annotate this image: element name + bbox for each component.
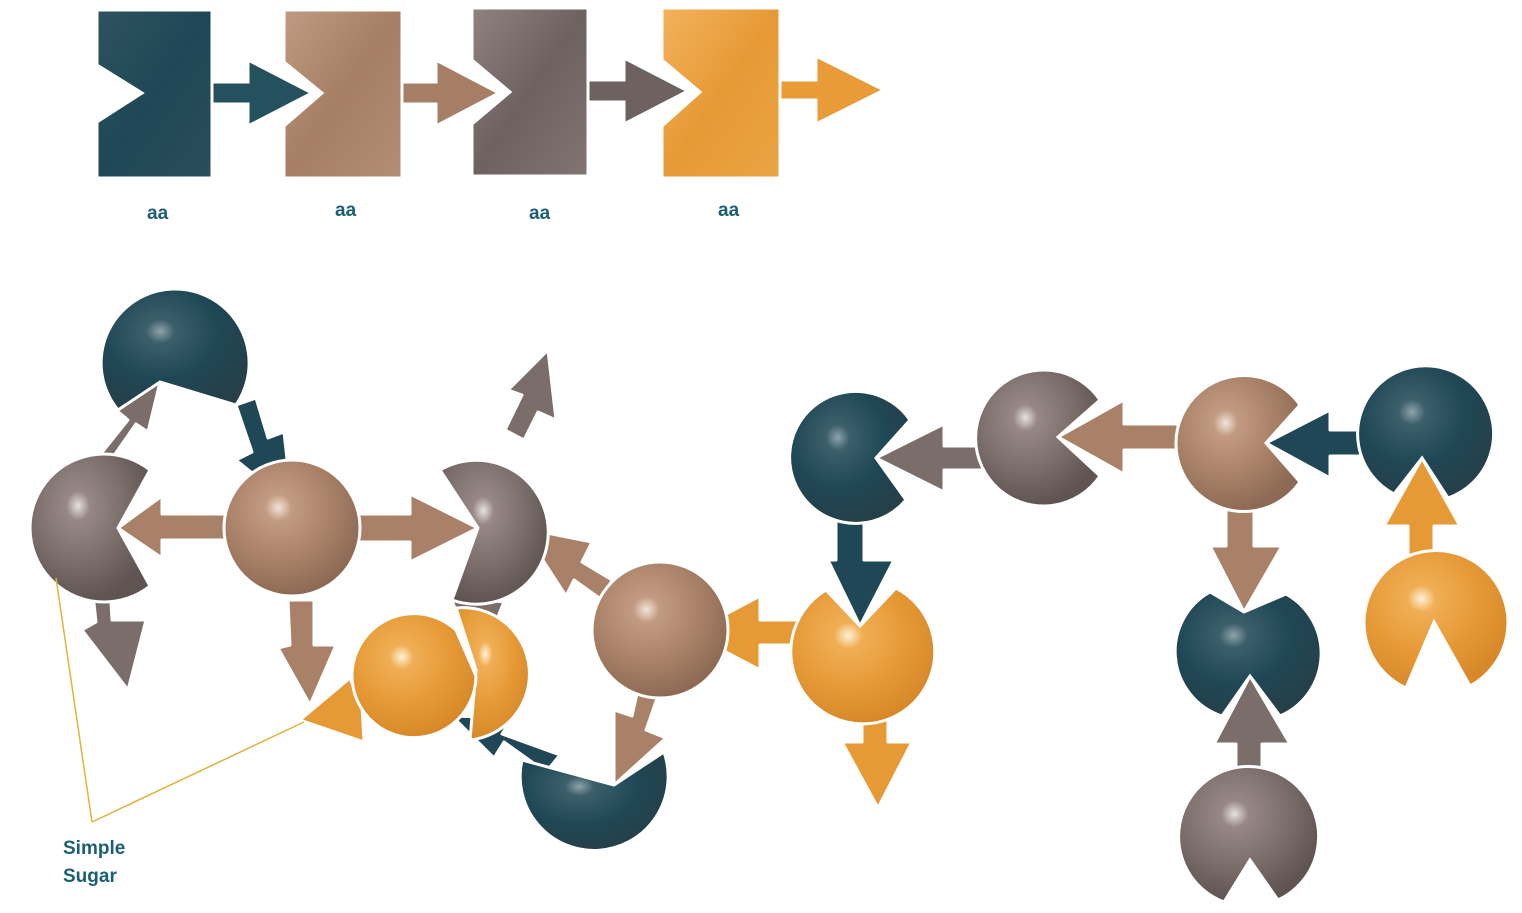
bond-arrow xyxy=(1208,508,1284,614)
amino-acid-block xyxy=(282,8,503,180)
bond-arrow xyxy=(276,598,338,707)
sugar-unit xyxy=(1173,590,1323,718)
sugar-unit xyxy=(437,458,550,606)
sugar-unit xyxy=(788,389,912,525)
amino-acid-block xyxy=(660,6,888,180)
sugar-unit xyxy=(789,586,937,726)
sugar-unit xyxy=(1356,364,1496,500)
bond-arrow xyxy=(116,494,234,560)
bond-arrow xyxy=(348,492,480,564)
carbohydrate-molecule xyxy=(28,287,1510,904)
sugar-unit xyxy=(222,458,362,598)
simple-sugar-callout-lines xyxy=(55,577,305,823)
simple-sugar-label-line1: Simple xyxy=(63,838,126,859)
sugar-unit xyxy=(1177,765,1321,904)
bond-arrow xyxy=(1056,398,1180,476)
sugar-unit xyxy=(518,749,670,852)
sugar-unit xyxy=(974,368,1102,508)
bond-arrow xyxy=(503,348,558,442)
sugar-unit xyxy=(99,287,251,413)
amino-acid-chain xyxy=(95,6,888,180)
aa-label: aa xyxy=(529,203,551,224)
sugar-unit xyxy=(1362,549,1510,691)
amino-acid-block xyxy=(470,6,692,178)
sugar-unit xyxy=(454,606,531,742)
simple-sugar-label: Simple Sugar xyxy=(63,835,125,891)
sugar-unit xyxy=(590,560,730,700)
sugar-unit xyxy=(350,612,478,740)
aa-label: aa xyxy=(147,203,169,224)
amino-acid-block xyxy=(95,8,316,180)
sugar-unit xyxy=(1174,374,1302,513)
simple-sugar-label-line2: Sugar xyxy=(63,866,117,887)
sugar-unit xyxy=(28,452,152,604)
aa-label: aa xyxy=(335,200,357,221)
aa-label: aa xyxy=(718,200,740,221)
